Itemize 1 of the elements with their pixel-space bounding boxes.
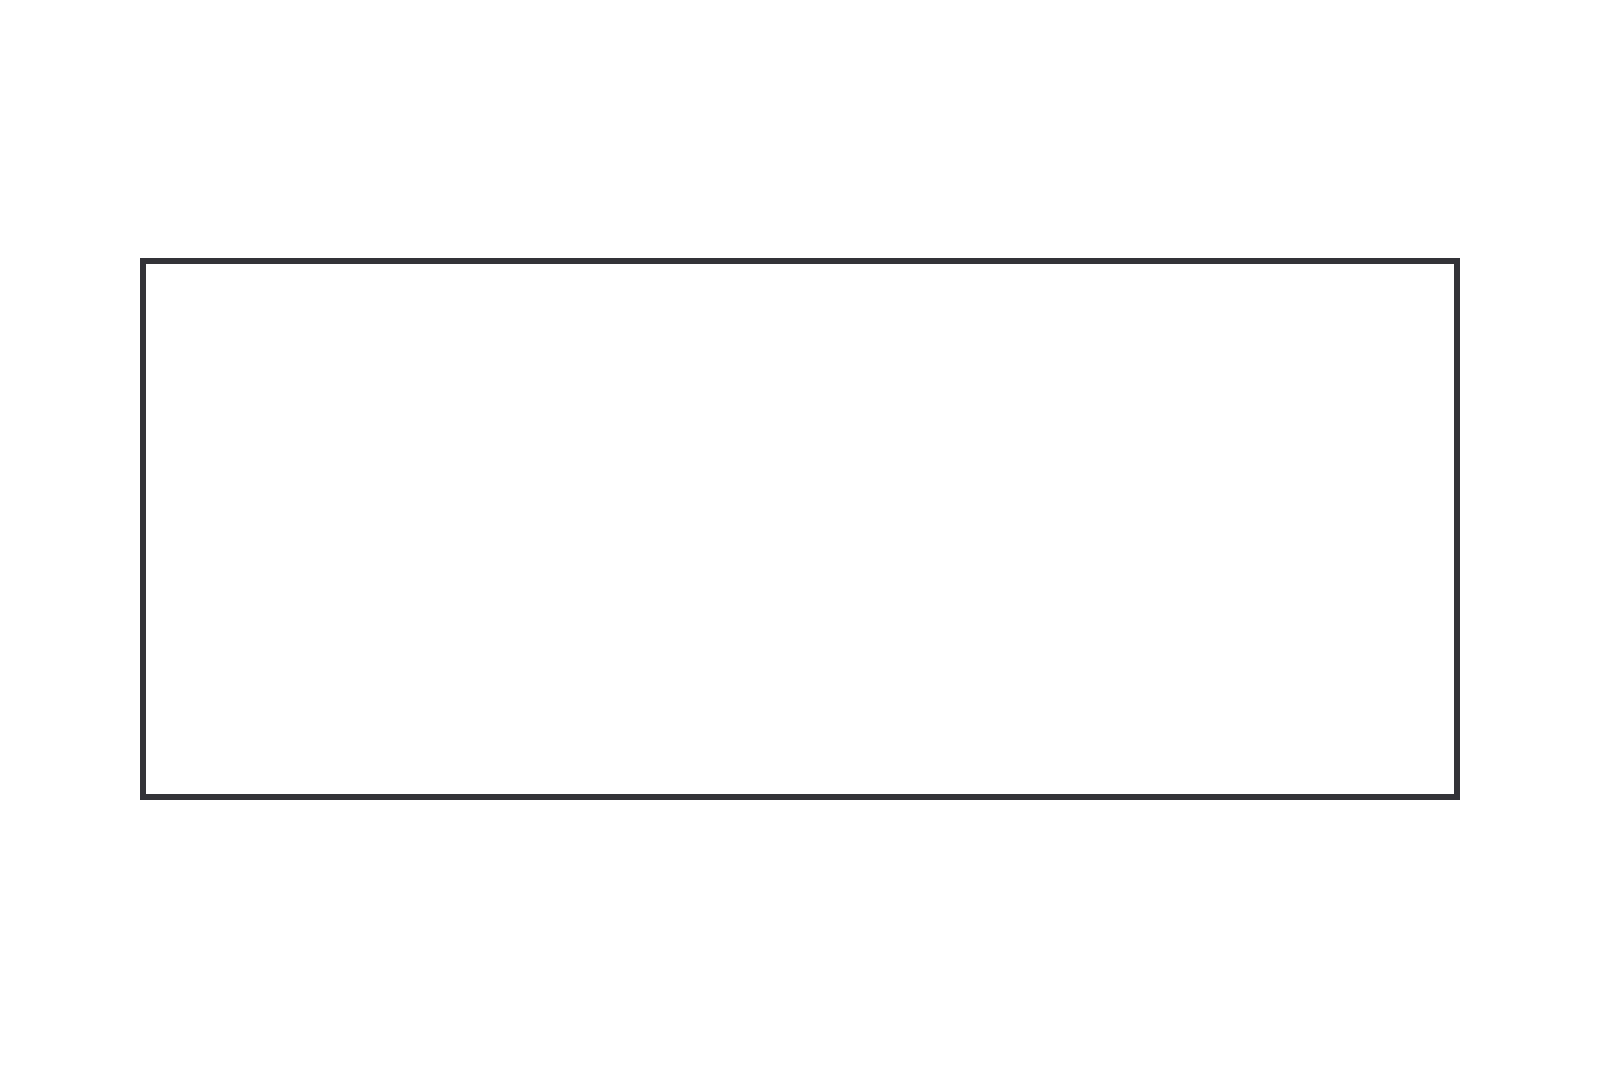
empty-rectangle: [140, 258, 1460, 800]
